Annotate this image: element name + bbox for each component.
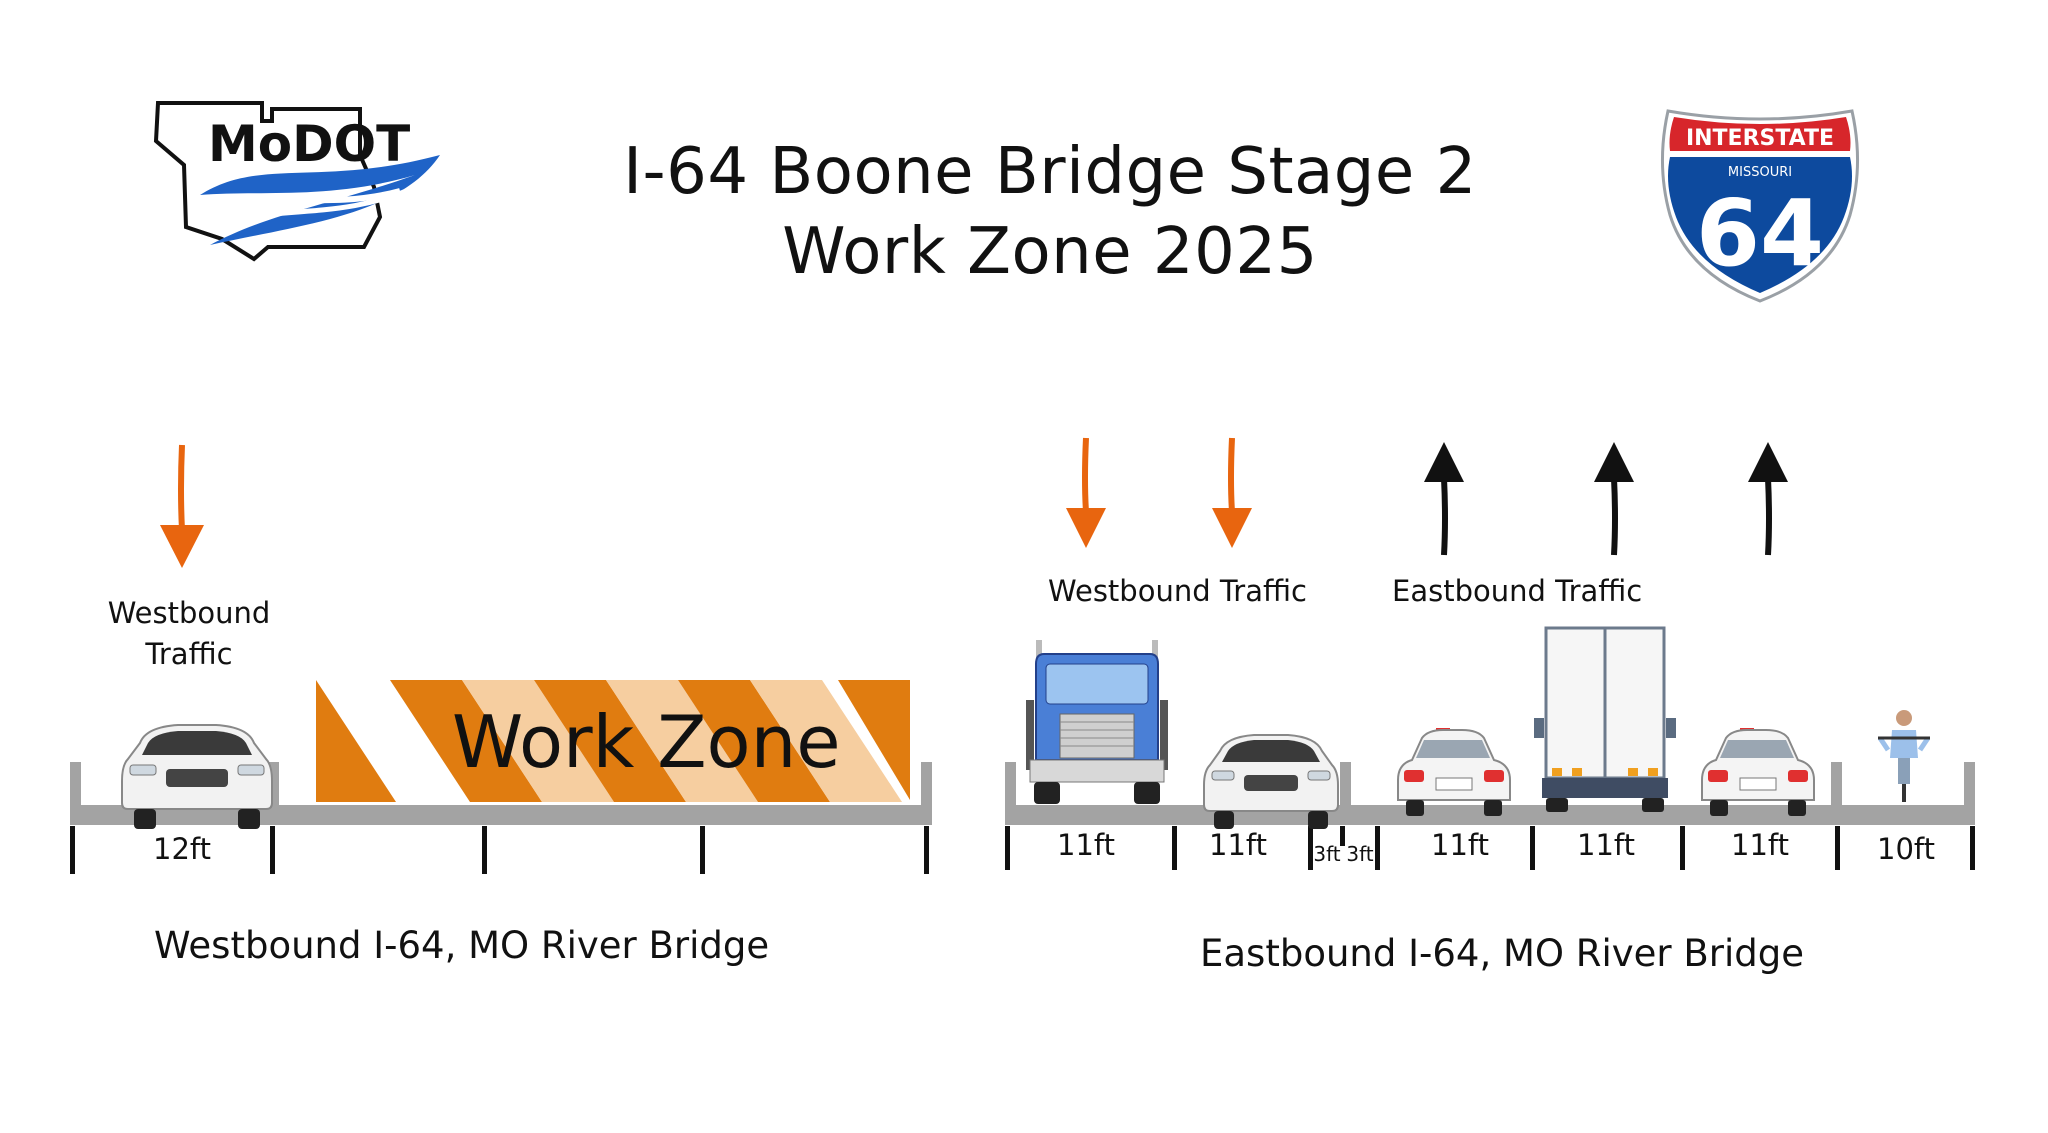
westbound-arrow-2-icon	[1212, 437, 1252, 548]
interstate-64-shield-icon: INTERSTATE MISSOURI 64	[1660, 109, 1860, 303]
page-title-line2: Work Zone 2025	[782, 215, 1318, 289]
eastbound-bridge-westbound-traffic-label: Westbound Traffic	[1048, 574, 1307, 608]
westbound-arrow-left-icon	[160, 444, 204, 568]
lane-width-westbound: 12ft	[153, 832, 211, 866]
westbound-traffic-label-line1: Westbound	[107, 596, 271, 630]
westbound-bridge-label: Westbound I-64, MO River Bridge	[154, 924, 770, 967]
suv-front-icon-2	[1203, 734, 1339, 829]
lane-width-4: 3ft	[1346, 842, 1374, 866]
work-zone-label: Work Zone	[452, 700, 841, 784]
lane-width-6: 11ft	[1577, 828, 1635, 862]
semi-truck-front-icon	[1026, 640, 1168, 804]
lane-width-3: 3ft	[1313, 842, 1341, 866]
box-truck-rear-icon	[1534, 626, 1676, 812]
lane-width-7: 11ft	[1731, 828, 1789, 862]
eastbound-arrow-3-icon	[1748, 442, 1788, 556]
eastbound-bridge-label: Eastbound I-64, MO River Bridge	[1200, 932, 1805, 975]
eastbound-bridge-eastbound-traffic-label: Eastbound Traffic	[1392, 574, 1643, 608]
cyclist-icon	[1877, 710, 1931, 802]
shield-number: 64	[1696, 180, 1824, 287]
westbound-traffic-label-line2: Traffic	[145, 637, 233, 671]
lane-width-1: 11ft	[1057, 828, 1115, 862]
westbound-arrow-1-icon	[1066, 437, 1106, 548]
page-title-line1: I-64 Boone Bridge Stage 2	[623, 135, 1477, 209]
sedan-rear-icon	[1397, 728, 1511, 816]
modot-logo: MoDOT	[153, 101, 440, 262]
shield-top-text: INTERSTATE	[1686, 126, 1834, 151]
lane-width-5: 11ft	[1431, 828, 1489, 862]
eastbound-arrow-1-icon	[1424, 442, 1464, 556]
work-zone-barrier	[316, 680, 910, 802]
modot-swoosh-icon	[200, 155, 440, 245]
lane-width-2: 11ft	[1209, 828, 1267, 862]
westbound-bridge-deck	[70, 762, 932, 874]
shield-state-text: MISSOURI	[1728, 165, 1792, 180]
suv-front-icon	[121, 724, 273, 829]
lane-width-8: 10ft	[1877, 832, 1935, 866]
modot-logo-text: MoDOT	[208, 115, 410, 173]
sedan-rear-icon-2	[1701, 728, 1815, 816]
eastbound-arrow-2-icon	[1594, 442, 1634, 556]
